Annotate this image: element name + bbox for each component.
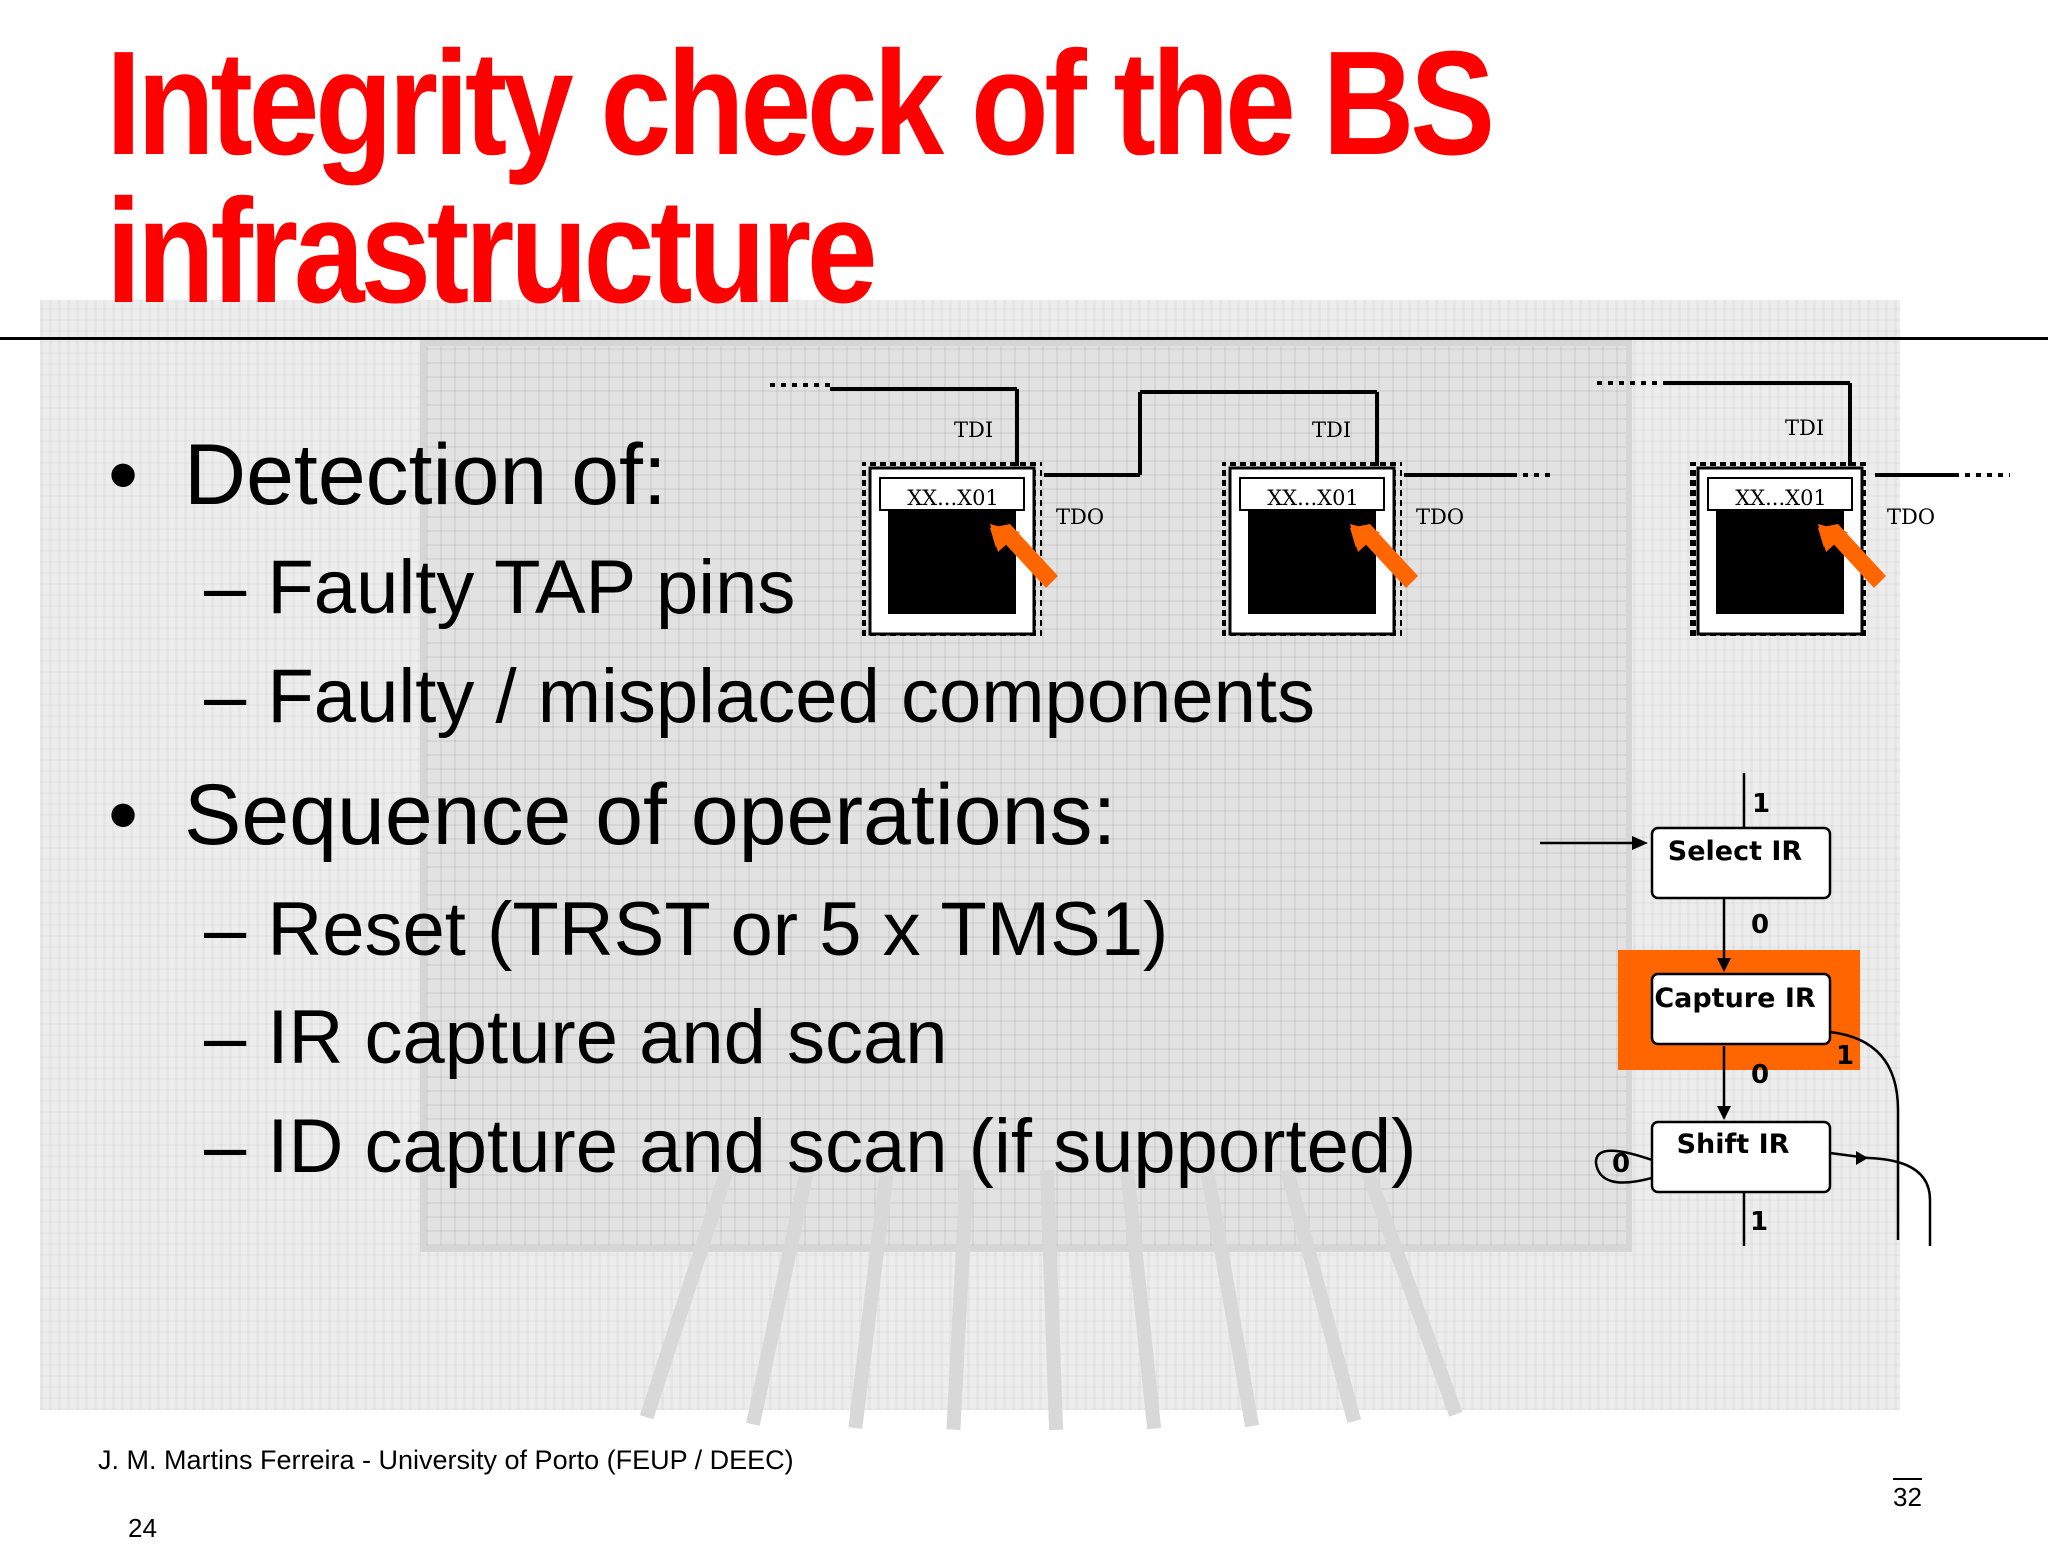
sub-bullet: – IR capture and scan [204,995,948,1080]
tdo-label: TDO [1887,505,1935,529]
chip-register: XX...X01 [907,486,999,510]
chain-wires [830,381,1954,477]
bullet-symbol: • [108,427,139,523]
transition-label: 0 [1751,910,1769,940]
state-shift-ir: Shift IR [1650,1120,1832,1194]
state-label: Select IR [1668,836,1803,867]
tdi-label: TDI [1785,416,1824,440]
slide-number: 32 [1893,1478,1922,1513]
title-line-2: infrastructure [106,169,878,334]
sub-bullet: – Faulty / misplaced components [204,654,1315,739]
chip-register: XX...X01 [1735,486,1827,510]
title-divider [0,337,2048,340]
bullet-symbol: • [108,767,139,863]
footer-page-number: 24 [128,1513,157,1543]
sub-bullet: – Reset (TRST or 5 x TMS1) [204,887,1169,972]
chip-register: XX...X01 [1267,486,1359,510]
title-line-1: Integrity check of the BS [106,21,1495,186]
tdo-label: TDO [1416,505,1464,529]
arrow-head [1818,524,1848,552]
slide-title: Integrity check of the BS infrastructure [106,30,1495,326]
chain-continuation [770,381,2010,477]
transition-label: 1 [1750,1207,1768,1237]
arrow-head [1350,524,1380,552]
state-select-ir: Select IR [1650,826,1832,900]
transition-label: 1 [1836,1041,1854,1071]
transition-label: 0 [1751,1060,1769,1090]
tdi-label: TDI [1312,418,1351,442]
arrowheads [1632,836,1868,1165]
bullet-label: Detection of: [184,427,667,523]
sub-bullet: – ID capture and scan (if supported) [204,1104,1417,1189]
arrow-head [990,524,1020,552]
transition-label: 1 [1752,789,1770,819]
chip-2: XX...X01 TDI TDO [1222,418,1464,640]
tdo-label: TDO [1056,505,1104,529]
bullet-label: Sequence of operations: [184,767,1117,863]
state-label: Capture IR [1654,983,1816,1014]
transition-label: 0 [1612,1149,1630,1179]
tdi-label: TDI [954,418,993,442]
state-capture-ir: Capture IR [1650,972,1832,1046]
state-label: Shift IR [1677,1129,1790,1160]
chip-3: XX...X01 TDI TDO [1690,416,1935,640]
sub-bullet: – Faulty TAP pins [204,545,796,630]
chip-1: XX...X01 TDI TDO [862,418,1104,640]
footer-author: J. M. Martins Ferreira - University of P… [98,1445,794,1475]
